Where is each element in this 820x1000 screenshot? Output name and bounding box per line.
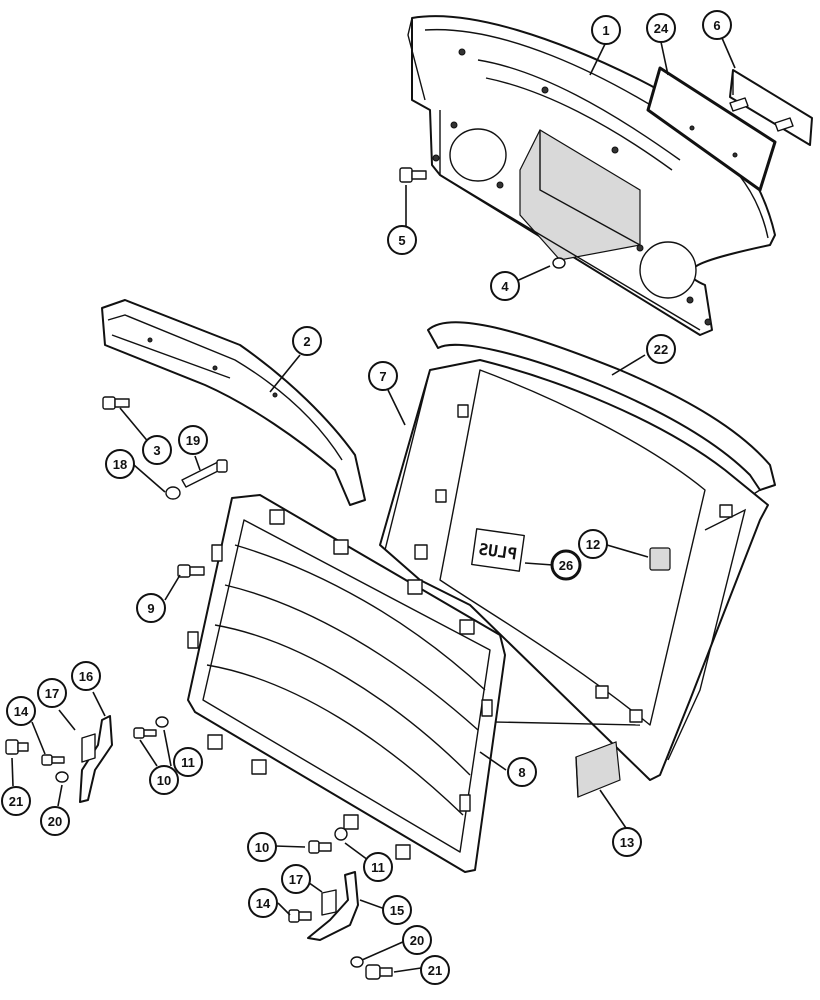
- part-14-screw-bottom: [288, 909, 312, 923]
- callout-label: 2: [303, 334, 310, 349]
- callout-label: 6: [713, 18, 720, 33]
- callout-3: 3: [142, 435, 172, 465]
- callout-label: 22: [654, 342, 668, 357]
- part-1-instrument-housing: [407, 15, 776, 336]
- callout-5: 5: [387, 225, 417, 255]
- callout-17-left: 17: [37, 678, 67, 708]
- callout-label: 10: [157, 773, 171, 788]
- callout-22: 22: [646, 334, 676, 364]
- part-5-screw: [399, 167, 427, 183]
- callout-label: 18: [113, 457, 127, 472]
- callout-14-bottom: 14: [248, 888, 278, 918]
- callout-label: 16: [79, 669, 93, 684]
- part-15-bracket-bottom: [307, 871, 359, 941]
- callout-label: 13: [620, 835, 634, 850]
- part-26-decal: PLUS: [471, 528, 525, 572]
- callout-2: 2: [292, 326, 322, 356]
- part-20-washer-bottom: [350, 956, 364, 968]
- callout-17-bottom: 17: [281, 864, 311, 894]
- part-14-screw-left: [41, 754, 65, 766]
- callout-label: 17: [289, 872, 303, 887]
- part-3-screw: [102, 396, 130, 410]
- part-8-grille-panel: [187, 494, 506, 873]
- part-18-nut: [165, 486, 181, 500]
- callout-label: 21: [9, 794, 23, 809]
- callout-16: 16: [71, 661, 101, 691]
- part-6-plate: [729, 69, 813, 146]
- part-21-bolt-left: [5, 739, 29, 755]
- callout-24: 24: [646, 13, 676, 43]
- callout-label: 1: [602, 23, 609, 38]
- callout-20-bottom: 20: [402, 925, 432, 955]
- callout-label: 8: [518, 765, 525, 780]
- callout-4: 4: [490, 271, 520, 301]
- callout-8: 8: [507, 757, 537, 787]
- callout-label: 24: [654, 21, 669, 36]
- part-2-side-trim: [101, 299, 366, 506]
- callout-label: 11: [181, 755, 195, 770]
- part-21-bolt-bottom: [365, 964, 393, 980]
- callout-11-bottom: 11: [363, 852, 393, 882]
- part-11-washer-mid: [155, 716, 169, 728]
- callout-label: 21: [428, 963, 442, 978]
- callout-label: 14: [256, 896, 271, 911]
- callout-label: 7: [379, 369, 386, 384]
- part-17-clip-bottom: [321, 889, 337, 916]
- callout-12: 12: [578, 529, 608, 559]
- callout-21-left: 21: [1, 786, 31, 816]
- callout-label: 17: [45, 686, 59, 701]
- callout-6: 6: [702, 10, 732, 40]
- part-10-screw-bottom: [308, 840, 332, 854]
- part-10-screw-mid: [133, 727, 157, 739]
- part-4-washer: [552, 257, 566, 269]
- callout-label: 12: [586, 537, 600, 552]
- callout-15: 15: [382, 895, 412, 925]
- callout-label: 10: [255, 840, 269, 855]
- callout-label: 26: [559, 558, 573, 573]
- callout-label: 15: [390, 903, 404, 918]
- callout-7: 7: [368, 361, 398, 391]
- part-24-gasket: [646, 66, 777, 192]
- part-17-clip-left: [81, 733, 96, 763]
- callout-13: 13: [612, 827, 642, 857]
- callout-18: 18: [105, 449, 135, 479]
- part-9-screw: [177, 564, 205, 578]
- part-12-block: [649, 547, 671, 571]
- callout-label: 5: [398, 233, 405, 248]
- callout-10-bottom: 10: [247, 832, 277, 862]
- callout-label: 19: [186, 433, 200, 448]
- callout-20-left: 20: [40, 806, 70, 836]
- callout-26: 26: [550, 549, 582, 581]
- part-13-pad: [575, 741, 621, 798]
- callout-label: 20: [410, 933, 424, 948]
- callout-label: 3: [153, 443, 160, 458]
- callout-14-left: 14: [6, 696, 36, 726]
- callout-9: 9: [136, 593, 166, 623]
- callout-label: 20: [48, 814, 62, 829]
- part-11-washer-bottom: [334, 827, 348, 841]
- callout-label: 14: [14, 704, 29, 719]
- part-20-washer-left: [55, 771, 69, 783]
- part-19-bolt: [181, 459, 228, 488]
- callout-label: 9: [147, 601, 154, 616]
- callout-label: 11: [371, 860, 385, 875]
- callout-10-mid: 10: [149, 765, 179, 795]
- callout-1: 1: [591, 15, 621, 45]
- callout-21-bottom: 21: [420, 955, 450, 985]
- callout-label: 4: [501, 279, 509, 294]
- callout-19: 19: [178, 425, 208, 455]
- callout-11-mid: 11: [173, 747, 203, 777]
